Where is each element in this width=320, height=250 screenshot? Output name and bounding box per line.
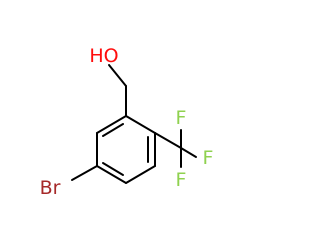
bond-ch2-oh [108, 64, 127, 87]
ring-bond-c3-c4 [125, 165, 156, 184]
fluorine-bottom-label: F [176, 169, 187, 191]
ring-double-bond-c1-c6 [102, 123, 124, 137]
bond-ring-br [71, 165, 98, 181]
bromine-label: Br [40, 177, 61, 199]
bond-ring-cf3 [154, 132, 182, 149]
ring-bond-c6-c1 [96, 115, 127, 134]
bond-c-f-right [180, 147, 197, 158]
ring-double-bond-c4-c5 [102, 162, 124, 176]
chemical-structure: HO Br F F F [40, 45, 214, 199]
ring-bond-c1-c2 [125, 115, 156, 134]
ring-bond-c4-c5 [96, 165, 127, 184]
benzene-ring [96, 115, 156, 184]
hydroxyl-label: HO [89, 45, 118, 67]
fluorine-right-label: F [203, 147, 214, 169]
fluorine-top-label: F [176, 107, 187, 129]
